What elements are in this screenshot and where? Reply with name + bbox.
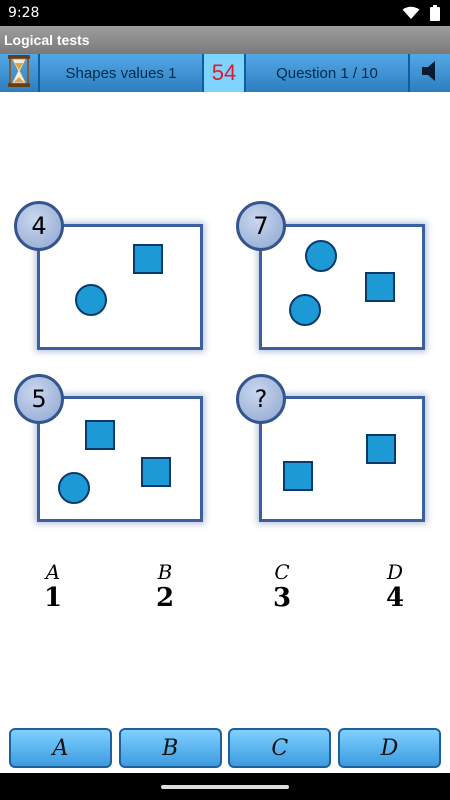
answer-value: 3 (272, 583, 292, 613)
answer-option-b: B 2 (135, 560, 195, 612)
answer-button-c[interactable]: C (228, 728, 332, 768)
answer-letter: C (274, 560, 290, 584)
circle-shape (305, 240, 337, 272)
puzzle-area: 4 7 5 ? A 1 B 2 C 3 D 4 (0, 92, 450, 725)
square-shape (85, 420, 115, 450)
battery-icon (430, 5, 440, 26)
puzzle-card-2 (259, 224, 425, 350)
app-title: Logical tests (4, 32, 90, 48)
answer-option-d: D 4 (365, 560, 425, 612)
answer-value: 1 (43, 583, 63, 613)
circle-shape (289, 294, 321, 326)
home-indicator[interactable] (161, 785, 289, 789)
status-bar: 9:28 (0, 0, 450, 26)
question-counter: Question 1 / 10 (246, 54, 410, 92)
app-title-bar: Logical tests (0, 26, 450, 54)
system-nav-bar (0, 773, 450, 800)
answer-letter: B (157, 560, 173, 584)
test-name: Shapes values 1 (40, 54, 204, 92)
answer-value: 4 (385, 583, 405, 613)
puzzle-card-1 (37, 224, 203, 350)
answer-button-a[interactable]: A (9, 728, 112, 768)
answer-letter: D (386, 560, 404, 584)
answer-letter: A (45, 560, 61, 584)
score-counter: 54 (204, 54, 246, 92)
square-shape (283, 461, 313, 491)
square-shape (366, 434, 396, 464)
square-shape (141, 457, 171, 487)
timer-cell (0, 54, 40, 92)
sound-toggle[interactable] (410, 54, 450, 92)
answer-option-a: A 1 (23, 560, 83, 612)
card-4-value-badge: ? (236, 374, 286, 424)
answer-button-b[interactable]: B (118, 728, 222, 768)
status-time: 9:28 (8, 5, 40, 21)
quiz-header: Shapes values 1 54 Question 1 / 10 (0, 54, 450, 92)
square-shape (365, 272, 395, 302)
card-3-value-badge: 5 (14, 374, 64, 424)
puzzle-card-3 (37, 396, 203, 522)
answer-button-d[interactable]: D (337, 728, 441, 768)
answer-value: 2 (155, 583, 175, 613)
circle-shape (58, 472, 90, 504)
wifi-icon (402, 6, 420, 25)
square-shape (133, 244, 163, 274)
answer-option-c: C 3 (252, 560, 312, 612)
hourglass-icon (7, 55, 31, 91)
card-1-value-badge: 4 (14, 201, 64, 251)
card-2-value-badge: 7 (236, 201, 286, 251)
speaker-icon (420, 60, 440, 86)
status-icons (402, 5, 440, 26)
answer-button-bar: A B C D (0, 725, 450, 773)
puzzle-card-4 (259, 396, 425, 522)
circle-shape (75, 284, 107, 316)
